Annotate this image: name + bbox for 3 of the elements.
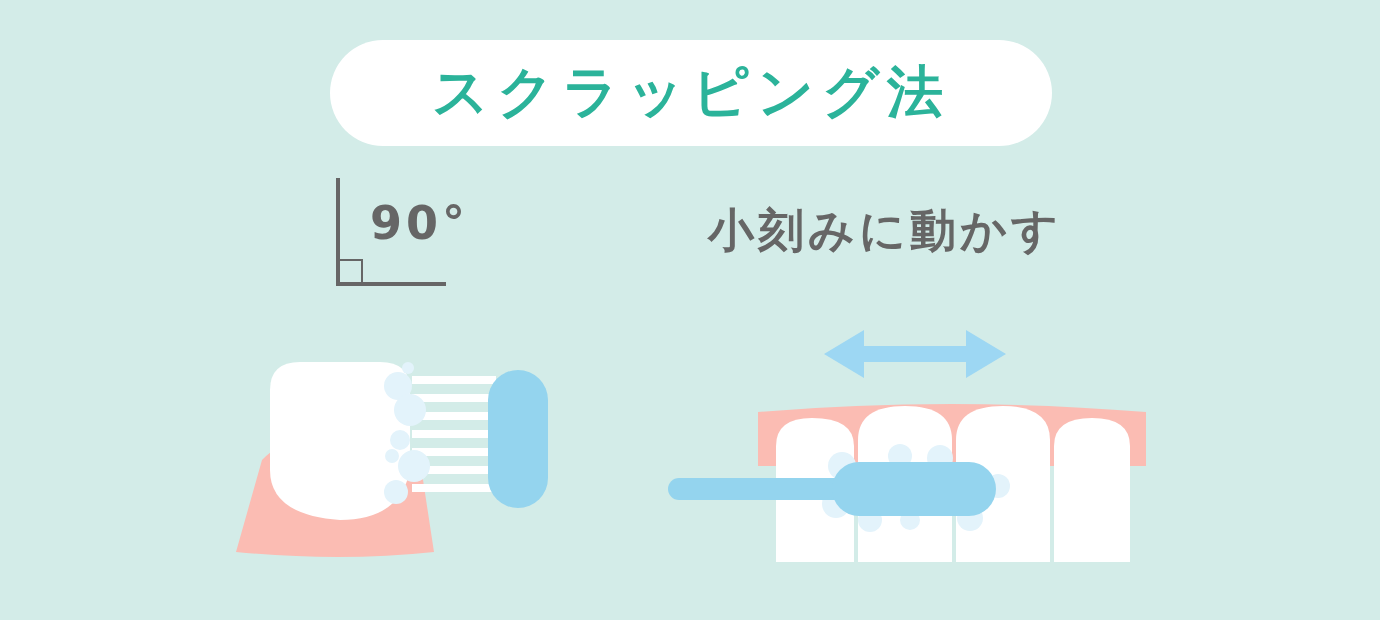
instruction-text: 小刻みに動かす bbox=[708, 202, 1062, 259]
angle-label: 90° bbox=[370, 196, 469, 250]
title: スクラッピング法 bbox=[330, 40, 1052, 146]
